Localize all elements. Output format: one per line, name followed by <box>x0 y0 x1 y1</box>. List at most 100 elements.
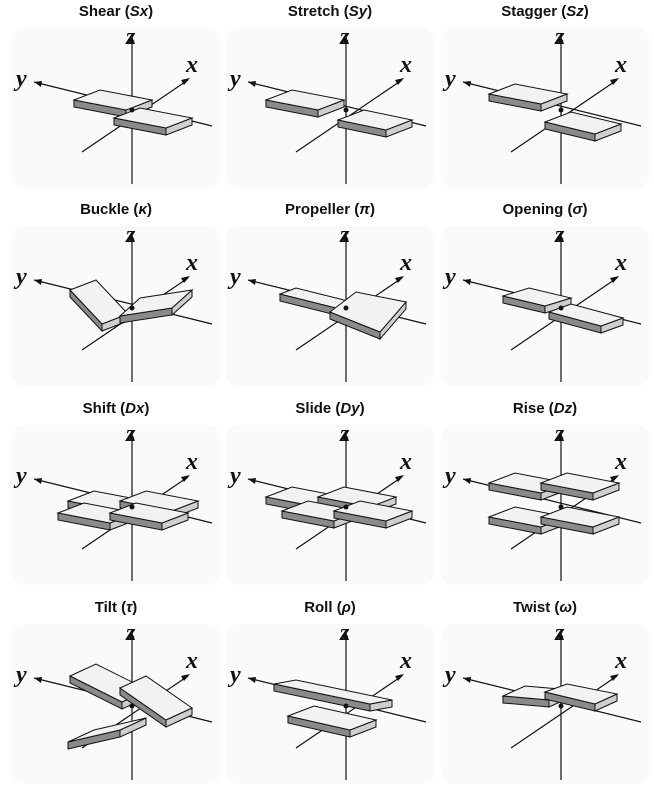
origin-dot <box>343 305 349 311</box>
base-slab <box>118 288 194 324</box>
panel-title: Buckle (κ) <box>80 201 152 218</box>
base-slab <box>547 303 625 334</box>
panel-name: Propeller <box>285 201 351 218</box>
x-axis-label: x <box>614 52 627 78</box>
base-slab <box>67 717 147 750</box>
panel-name: Rise <box>512 400 545 417</box>
z-arrow-icon <box>129 36 135 44</box>
x-axis-label: x <box>185 52 198 78</box>
panel-shift: Shift (Dx) z y x <box>8 397 224 592</box>
base-slab <box>264 89 346 118</box>
x-arrow-icon <box>181 276 190 283</box>
diagram: zyx <box>12 624 220 784</box>
y-axis-label: y <box>227 264 241 290</box>
y-arrow-icon <box>34 279 42 285</box>
panel-roll: Roll (ρ) z y x <box>222 596 438 791</box>
panel-title: Twist (ω) <box>513 599 577 616</box>
z-axis-label: z <box>339 425 350 447</box>
y-axis-label: y <box>442 662 456 688</box>
y-axis-label: y <box>13 463 27 489</box>
panel-name: Stagger <box>501 3 558 20</box>
z-axis-label: z <box>339 624 350 646</box>
z-arrow-icon <box>343 234 349 242</box>
y-arrow-icon <box>463 677 471 683</box>
panel-background <box>226 624 434 784</box>
origin-dot <box>343 107 349 113</box>
y-axis-label: y <box>227 662 241 688</box>
panel-symbol: Dz <box>553 400 573 417</box>
z-axis-label: z <box>339 28 350 50</box>
panel-symbol: Dx <box>125 400 145 417</box>
y-axis-label: y <box>442 463 456 489</box>
x-arrow-icon <box>181 78 190 85</box>
panel-symbol: ω <box>559 599 572 616</box>
base-slab <box>487 83 569 112</box>
panel-symbol: Sz <box>566 3 584 20</box>
origin-dot <box>343 703 349 709</box>
x-axis-label: x <box>185 449 198 475</box>
y-arrow-icon <box>248 677 256 683</box>
origin-dot <box>558 107 564 113</box>
z-axis-label: z <box>125 425 136 447</box>
x-axis-label: x <box>399 648 412 674</box>
panel-name: Slide <box>295 400 332 417</box>
panel-name: Buckle <box>80 201 130 218</box>
x-arrow-icon <box>395 475 404 482</box>
diagram: zyx <box>441 28 649 188</box>
y-arrow-icon <box>34 478 42 484</box>
y-arrow-icon <box>248 279 256 285</box>
origin-dot <box>129 504 135 510</box>
z-arrow-icon <box>343 433 349 441</box>
panel-title: Tilt (τ) <box>94 599 138 616</box>
panel-symbol: σ <box>572 201 583 218</box>
base-slab <box>336 109 414 138</box>
panel-title: Stagger (Sz) <box>501 3 589 20</box>
origin-dot <box>129 107 135 113</box>
diagram: zyx <box>12 28 220 188</box>
x-arrow-icon <box>181 674 190 681</box>
panel-name: Shift <box>82 400 116 417</box>
x-axis-label: x <box>185 648 198 674</box>
z-axis-label: z <box>125 28 136 50</box>
x-axis-line <box>295 675 403 749</box>
panel-name: Stretch <box>287 3 340 20</box>
panel-title: Shear (Sx) <box>78 3 154 20</box>
panel-title: Rise (Dz) <box>512 400 578 417</box>
panel-symbol: Dy <box>340 400 360 417</box>
z-arrow-icon <box>129 234 135 242</box>
base-slab <box>539 506 621 535</box>
y-axis-label: y <box>13 264 27 290</box>
z-arrow-icon <box>558 632 564 640</box>
x-axis-label: x <box>614 250 627 276</box>
x-arrow-icon <box>610 276 619 283</box>
origin-dot <box>558 504 564 510</box>
panel-name: Roll <box>304 599 333 616</box>
y-axis-label: y <box>442 264 456 290</box>
diagram: z y x <box>226 624 434 784</box>
x-axis-label: x <box>614 648 627 674</box>
base-slab <box>328 291 407 341</box>
y-arrow-icon <box>248 81 256 87</box>
panel-title: Shift (Dx) <box>82 400 150 417</box>
x-axis-label: x <box>399 449 412 475</box>
z-axis-label: z <box>554 28 565 50</box>
panel-title: Roll (ρ) <box>304 599 356 616</box>
z-arrow-icon <box>558 433 564 441</box>
panel-name: Twist <box>513 599 551 616</box>
diagram: z y x <box>12 425 220 585</box>
x-arrow-icon <box>610 674 619 681</box>
base-slab <box>501 287 573 314</box>
panel-symbol: ρ <box>341 599 351 616</box>
z-arrow-icon <box>558 234 564 242</box>
x-axis-label: x <box>185 250 198 276</box>
panel-name: Opening <box>502 201 564 218</box>
panel-name: Tilt <box>94 599 117 616</box>
panel-symbol: Sx <box>129 3 149 20</box>
